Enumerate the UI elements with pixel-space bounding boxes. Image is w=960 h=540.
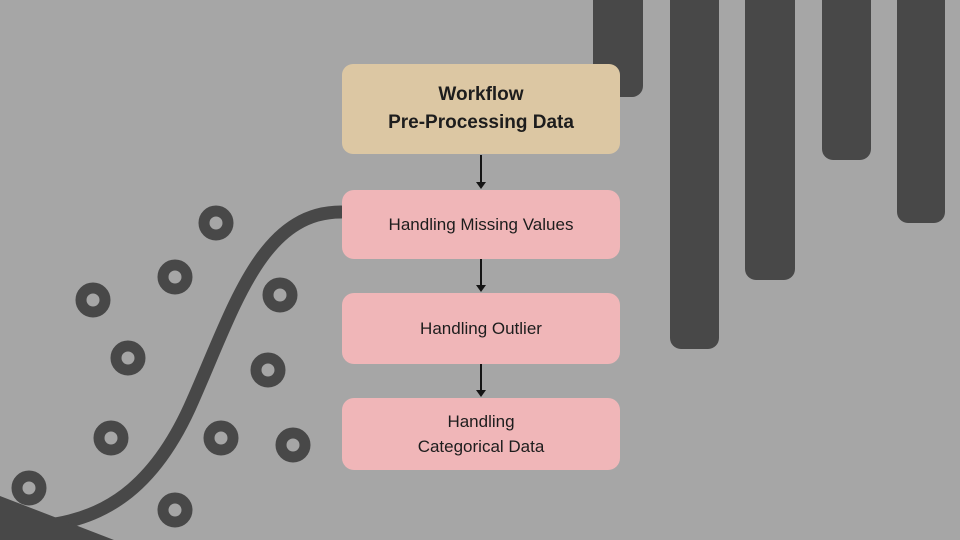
scatter-dot bbox=[203, 420, 239, 456]
flow-node-outlier: Handling Outlier bbox=[342, 293, 620, 364]
scatter-dot bbox=[75, 282, 111, 318]
flow-arrow-3 bbox=[475, 364, 487, 397]
scatter-dot bbox=[157, 259, 193, 295]
arrow-line bbox=[480, 364, 482, 390]
scatter-dot bbox=[11, 470, 47, 506]
arrow-line bbox=[480, 155, 482, 182]
flow-arrow-2 bbox=[475, 259, 487, 292]
flow-node-title: Workflow Pre-Processing Data bbox=[342, 64, 620, 154]
scatter-dot bbox=[262, 277, 298, 313]
bar-4 bbox=[822, 0, 871, 160]
flow-node-categorical-data: Handling Categorical Data bbox=[342, 398, 620, 470]
arrow-head-down-icon bbox=[476, 390, 486, 397]
scatter-dot bbox=[250, 352, 286, 388]
flow-title-label: Workflow Pre-Processing Data bbox=[388, 84, 574, 133]
scatter-dot bbox=[198, 205, 234, 241]
scatter-dot bbox=[93, 420, 129, 456]
sigmoid-curve-decoration bbox=[6, 205, 348, 534]
bar-chart-decoration bbox=[593, 0, 945, 349]
scatter-dot bbox=[275, 427, 311, 463]
bar-2 bbox=[670, 0, 719, 349]
bar-5 bbox=[897, 0, 945, 223]
flow-node-missing-values: Handling Missing Values bbox=[342, 190, 620, 259]
scatter-dots-decoration bbox=[11, 205, 311, 528]
flow-arrow-1 bbox=[475, 155, 487, 189]
flow-step-label: Handling Missing Values bbox=[388, 215, 574, 234]
flow-step-label: Handling Categorical Data bbox=[417, 412, 545, 456]
arrow-line bbox=[480, 259, 482, 285]
arrow-head-down-icon bbox=[476, 182, 486, 189]
scatter-dot bbox=[110, 340, 146, 376]
corner-triangle-decoration bbox=[0, 496, 114, 540]
flow-step-label: Handling Outlier bbox=[420, 319, 542, 338]
arrow-head-down-icon bbox=[476, 285, 486, 292]
scatter-dot bbox=[157, 492, 193, 528]
bar-3 bbox=[745, 0, 795, 280]
